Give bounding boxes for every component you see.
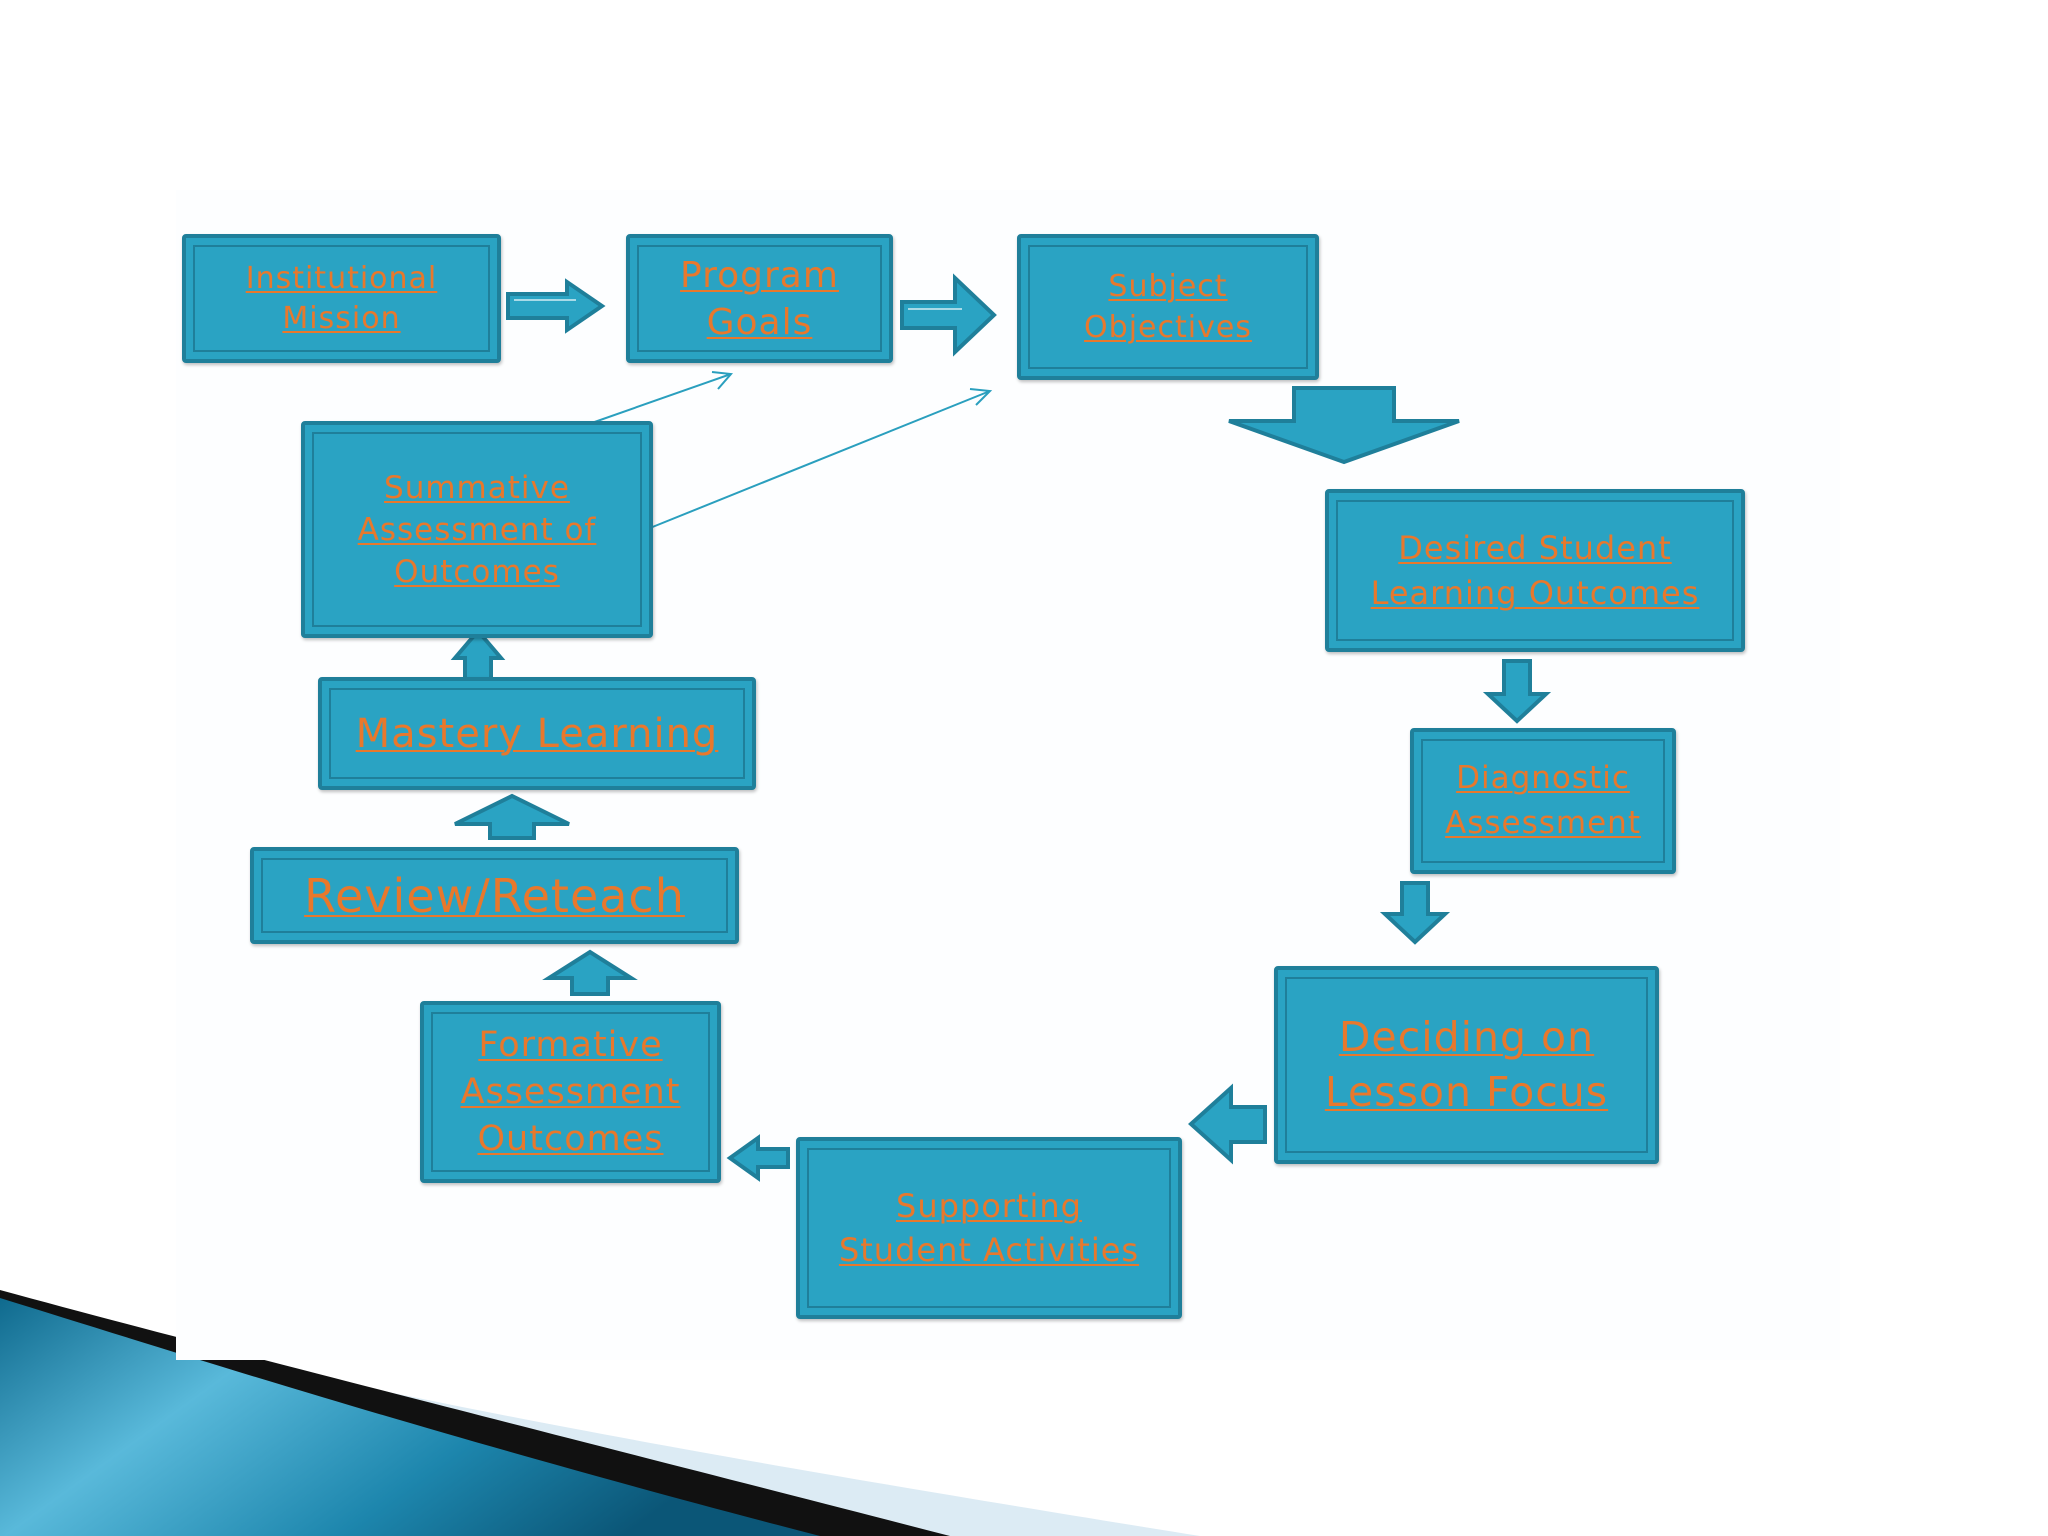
arrow-mission-to-goals: [506, 278, 606, 334]
institutional-mission-link[interactable]: Institutional Mission: [245, 260, 438, 336]
node-program-goals: Program Goals: [626, 234, 893, 363]
mastery-learning-link[interactable]: Mastery Learning: [355, 710, 719, 757]
node-mastery-learning: Mastery Learning: [318, 677, 756, 790]
node-lesson-focus: Deciding on Lesson Focus: [1274, 966, 1659, 1164]
arrow-formative-to-review: [542, 949, 638, 996]
node-institutional-mission: Institutional Mission: [182, 234, 501, 363]
lesson-focus-link[interactable]: Deciding on Lesson Focus: [1324, 1013, 1609, 1116]
arrow-goals-to-objectives: [900, 273, 997, 357]
node-desired-outcomes: Desired Student Learning Outcomes: [1325, 489, 1745, 652]
program-goals-link[interactable]: Program Goals: [680, 254, 839, 343]
formative-assessment-link[interactable]: Formative Assessment Outcomes: [460, 1024, 681, 1159]
summative-assessment-link[interactable]: Summative Assessment of Outcomes: [357, 469, 597, 590]
diagnostic-assessment-link[interactable]: Diagnostic Assessment: [1445, 760, 1641, 841]
arrow-review-to-mastery: [454, 793, 570, 840]
arrow-outcomes-to-diagnostic: [1482, 659, 1552, 724]
arrow-mastery-to-summative: [450, 627, 506, 681]
review-reteach-link[interactable]: Review/Reteach: [304, 868, 685, 923]
node-summative-assessment: Summative Assessment of Outcomes: [301, 421, 653, 638]
arrow-focus-to-supporting: [1188, 1083, 1267, 1165]
arrow-diagnostic-to-focus: [1379, 881, 1451, 945]
node-supporting-activities: Supporting Student Activities: [796, 1137, 1182, 1319]
arrow-objectives-to-outcomes: [1228, 386, 1460, 465]
desired-outcomes-link[interactable]: Desired Student Learning Outcomes: [1370, 528, 1700, 612]
node-formative-assessment: Formative Assessment Outcomes: [420, 1001, 721, 1183]
supporting-activities-link[interactable]: Supporting Student Activities: [838, 1187, 1140, 1269]
feedback-arrow-to-objectives: [649, 390, 991, 529]
arrow-supporting-to-formative: [726, 1134, 790, 1182]
subject-objectives-link[interactable]: Subject Objectives: [1084, 269, 1252, 345]
node-review-reteach: Review/Reteach: [250, 847, 739, 944]
node-diagnostic-assessment: Diagnostic Assessment: [1410, 728, 1676, 874]
node-subject-objectives: Subject Objectives: [1017, 234, 1319, 380]
